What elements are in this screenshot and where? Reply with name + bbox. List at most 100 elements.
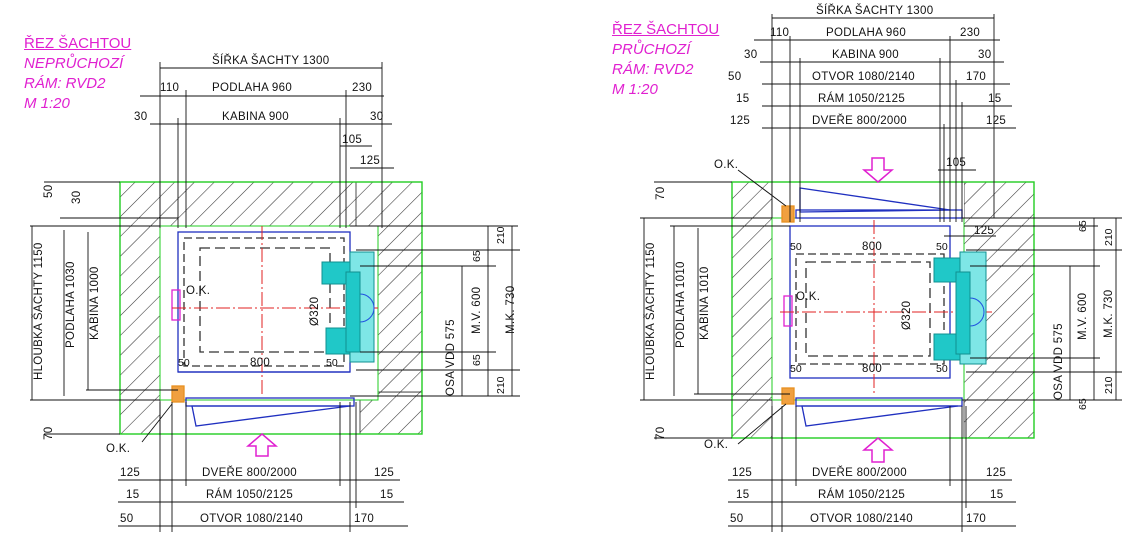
left-dim-65-top: 65 xyxy=(471,250,483,262)
right-right-dim-lines xyxy=(944,217,1122,401)
right-title-line-2: PRŮCHOZÍ xyxy=(612,41,691,58)
right-label-50d: 50 xyxy=(936,363,948,375)
left-dim-30-right: 30 xyxy=(370,111,383,123)
right-dim-50-top: 50 xyxy=(728,71,741,83)
left-label-ok-2: O.K. xyxy=(106,443,130,455)
left-entry-arrow xyxy=(245,433,279,457)
right-dim-210-bottom: 210 xyxy=(1103,376,1115,394)
left-bottom-dim-lines xyxy=(118,402,408,532)
right-machine xyxy=(933,251,987,365)
left-label-ok-1: O.K. xyxy=(186,285,210,297)
left-dim-110: 110 xyxy=(160,82,179,94)
left-dim-dvere: DVEŘE 800/2000 xyxy=(202,466,297,479)
right-dim-podlaha: PODLAHA 960 xyxy=(826,27,906,39)
right-label-ok-mid: O.K. xyxy=(796,291,820,303)
left-dim-30-left: 30 xyxy=(134,111,147,123)
right-dim-kabina-1010: KABINA 1010 xyxy=(699,266,711,340)
right-title-line-3: RÁM: RVD2 xyxy=(612,61,694,78)
left-label-50a: 50 xyxy=(178,357,190,369)
left-dim-kabina-1000: KABINA 1000 xyxy=(89,266,101,340)
left-label-dia: Ø320 xyxy=(309,297,321,326)
right-dim-230: 230 xyxy=(960,27,980,39)
left-title-line-4: M 1:20 xyxy=(24,95,70,112)
right-drawing: ŠÍŘKA ŠACHTY 1300 110 PODLAHA 960 230 30… xyxy=(640,4,1122,532)
left-dim-230: 230 xyxy=(352,82,372,94)
left-side-dim-lines xyxy=(30,181,178,435)
left-shaft-outline xyxy=(119,181,423,435)
right-dim-hloubka: HLOUBKA ŠACHTY 1150 xyxy=(644,242,657,380)
left-dim-sirka-sachty: ŠÍŘKA ŠACHTY 1300 xyxy=(212,54,329,67)
right-label-50b: 50 xyxy=(936,241,948,253)
left-dim-osa: OSA VDD 575 xyxy=(445,319,457,396)
right-dim-65-bottom: 65 xyxy=(1077,398,1089,410)
left-top-dim-lines xyxy=(140,62,394,228)
right-dim-mk: M.K. 730 xyxy=(1103,290,1115,338)
right-label-dia: Ø320 xyxy=(901,301,913,330)
left-dim-170-br: 170 xyxy=(354,513,374,525)
right-title-line-4: M 1:20 xyxy=(612,81,658,98)
left-dim-125-bl: 125 xyxy=(120,467,140,479)
right-dim-15-bl: 15 xyxy=(736,489,749,501)
right-dim-osa: OSA VDD 575 xyxy=(1053,323,1065,400)
left-dim-125-br: 125 xyxy=(374,467,394,479)
right-label-ok-bottom: O.K. xyxy=(704,439,728,451)
left-dim-30-side: 30 xyxy=(71,191,83,204)
right-title-block: ŘEZ ŠACHTOU PRŮCHOZÍ RÁM: RVD2 M 1:20 xyxy=(612,20,719,100)
left-dim-podlaha: PODLAHA 960 xyxy=(212,82,292,94)
right-dim-otvor-top: OTVOR 1080/2140 xyxy=(812,71,915,83)
left-dim-15-br: 15 xyxy=(380,489,393,501)
right-dim-podlaha-1010: PODLAHA 1010 xyxy=(675,261,687,348)
left-dim-210-bottom: 210 xyxy=(495,376,507,394)
left-dim-50-bl: 50 xyxy=(120,513,133,525)
right-dim-125-side: 125 xyxy=(974,225,994,237)
right-dim-125-top-left: 125 xyxy=(730,115,750,127)
right-shaft-outline xyxy=(731,181,1035,439)
left-dim-mk: M.K. 730 xyxy=(505,286,517,334)
left-dim-70: 70 xyxy=(43,427,55,440)
right-dim-kabina: KABINA 900 xyxy=(832,49,899,61)
right-dim-30-right: 30 xyxy=(978,49,991,61)
right-dim-sirka-sachty: ŠÍŘKA ŠACHTY 1300 xyxy=(816,4,933,17)
right-entry-arrow-bottom xyxy=(861,437,895,463)
right-dim-30-left: 30 xyxy=(744,49,757,61)
right-dim-15-top-left: 15 xyxy=(736,93,749,105)
left-dim-210-top: 210 xyxy=(495,226,507,244)
right-dim-110: 110 xyxy=(770,27,789,39)
right-dim-170-br: 170 xyxy=(966,513,986,525)
right-dim-125-bl: 125 xyxy=(732,467,752,479)
right-dim-170-top: 170 xyxy=(966,71,986,83)
left-title-line-3: RÁM: RVD2 xyxy=(24,75,106,92)
left-axes xyxy=(172,226,378,396)
right-label-800b: 800 xyxy=(862,363,882,375)
right-top-dim-lines xyxy=(754,14,1016,222)
right-title-line-1: ŘEZ ŠACHTOU xyxy=(612,21,720,38)
right-dim-105: 105 xyxy=(946,157,966,169)
right-dim-70-bottom: 70 xyxy=(655,427,667,440)
right-dim-65-top: 65 xyxy=(1077,220,1089,232)
left-title-line-2: NEPRŮCHOZÍ xyxy=(24,55,124,72)
right-dim-mv: M.V. 600 xyxy=(1077,293,1089,340)
right-label-50c: 50 xyxy=(790,363,802,375)
left-dim-125: 125 xyxy=(360,155,380,167)
left-dim-mv: M.V. 600 xyxy=(471,287,483,334)
left-right-dim-lines xyxy=(350,225,520,397)
right-dim-70-top: 70 xyxy=(655,187,667,200)
right-label-50a: 50 xyxy=(790,241,802,253)
left-label-800: 800 xyxy=(250,357,270,369)
left-dim-50: 50 xyxy=(43,185,55,198)
right-dim-dvere-top: DVEŘE 800/2000 xyxy=(812,114,907,127)
right-entry-arrow-top xyxy=(861,157,895,183)
right-dim-125-top-right: 125 xyxy=(986,115,1006,127)
left-drawing: ŠÍŘKA ŠACHTY 1300 PODLAHA 960 110 230 30… xyxy=(30,54,520,532)
right-dim-ram: RÁM 1050/2125 xyxy=(818,488,905,501)
right-dim-otvor: OTVOR 1080/2140 xyxy=(810,513,913,525)
right-label-800a: 800 xyxy=(862,241,882,253)
left-title-block: ŘEZ ŠACHTOU NEPRŮCHOZÍ RÁM: RVD2 M 1:20 xyxy=(24,34,131,114)
left-title-line-1: ŘEZ ŠACHTOU xyxy=(24,35,132,52)
left-dim-podlaha-1030: PODLAHA 1030 xyxy=(65,261,77,348)
right-dim-dvere: DVEŘE 800/2000 xyxy=(812,466,907,479)
left-machine xyxy=(321,251,375,363)
right-dim-15-top-right: 15 xyxy=(988,93,1001,105)
right-bottom-dim-lines xyxy=(728,406,1016,532)
